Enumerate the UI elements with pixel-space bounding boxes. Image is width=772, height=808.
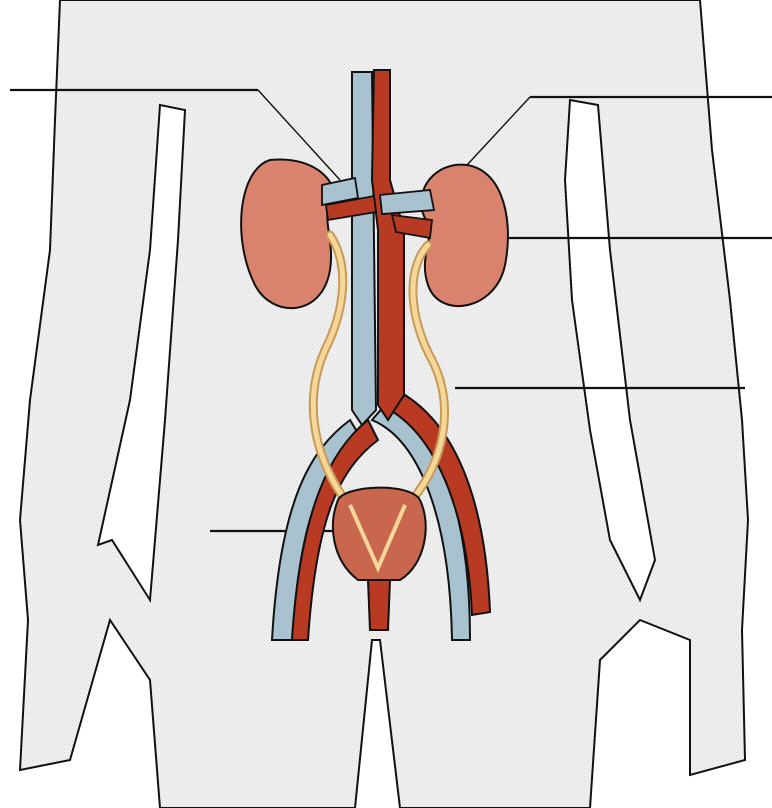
- left-kidney: [241, 159, 334, 308]
- urethra: [368, 580, 390, 630]
- renal-vein-right: [380, 190, 434, 214]
- right-kidney: [421, 165, 508, 306]
